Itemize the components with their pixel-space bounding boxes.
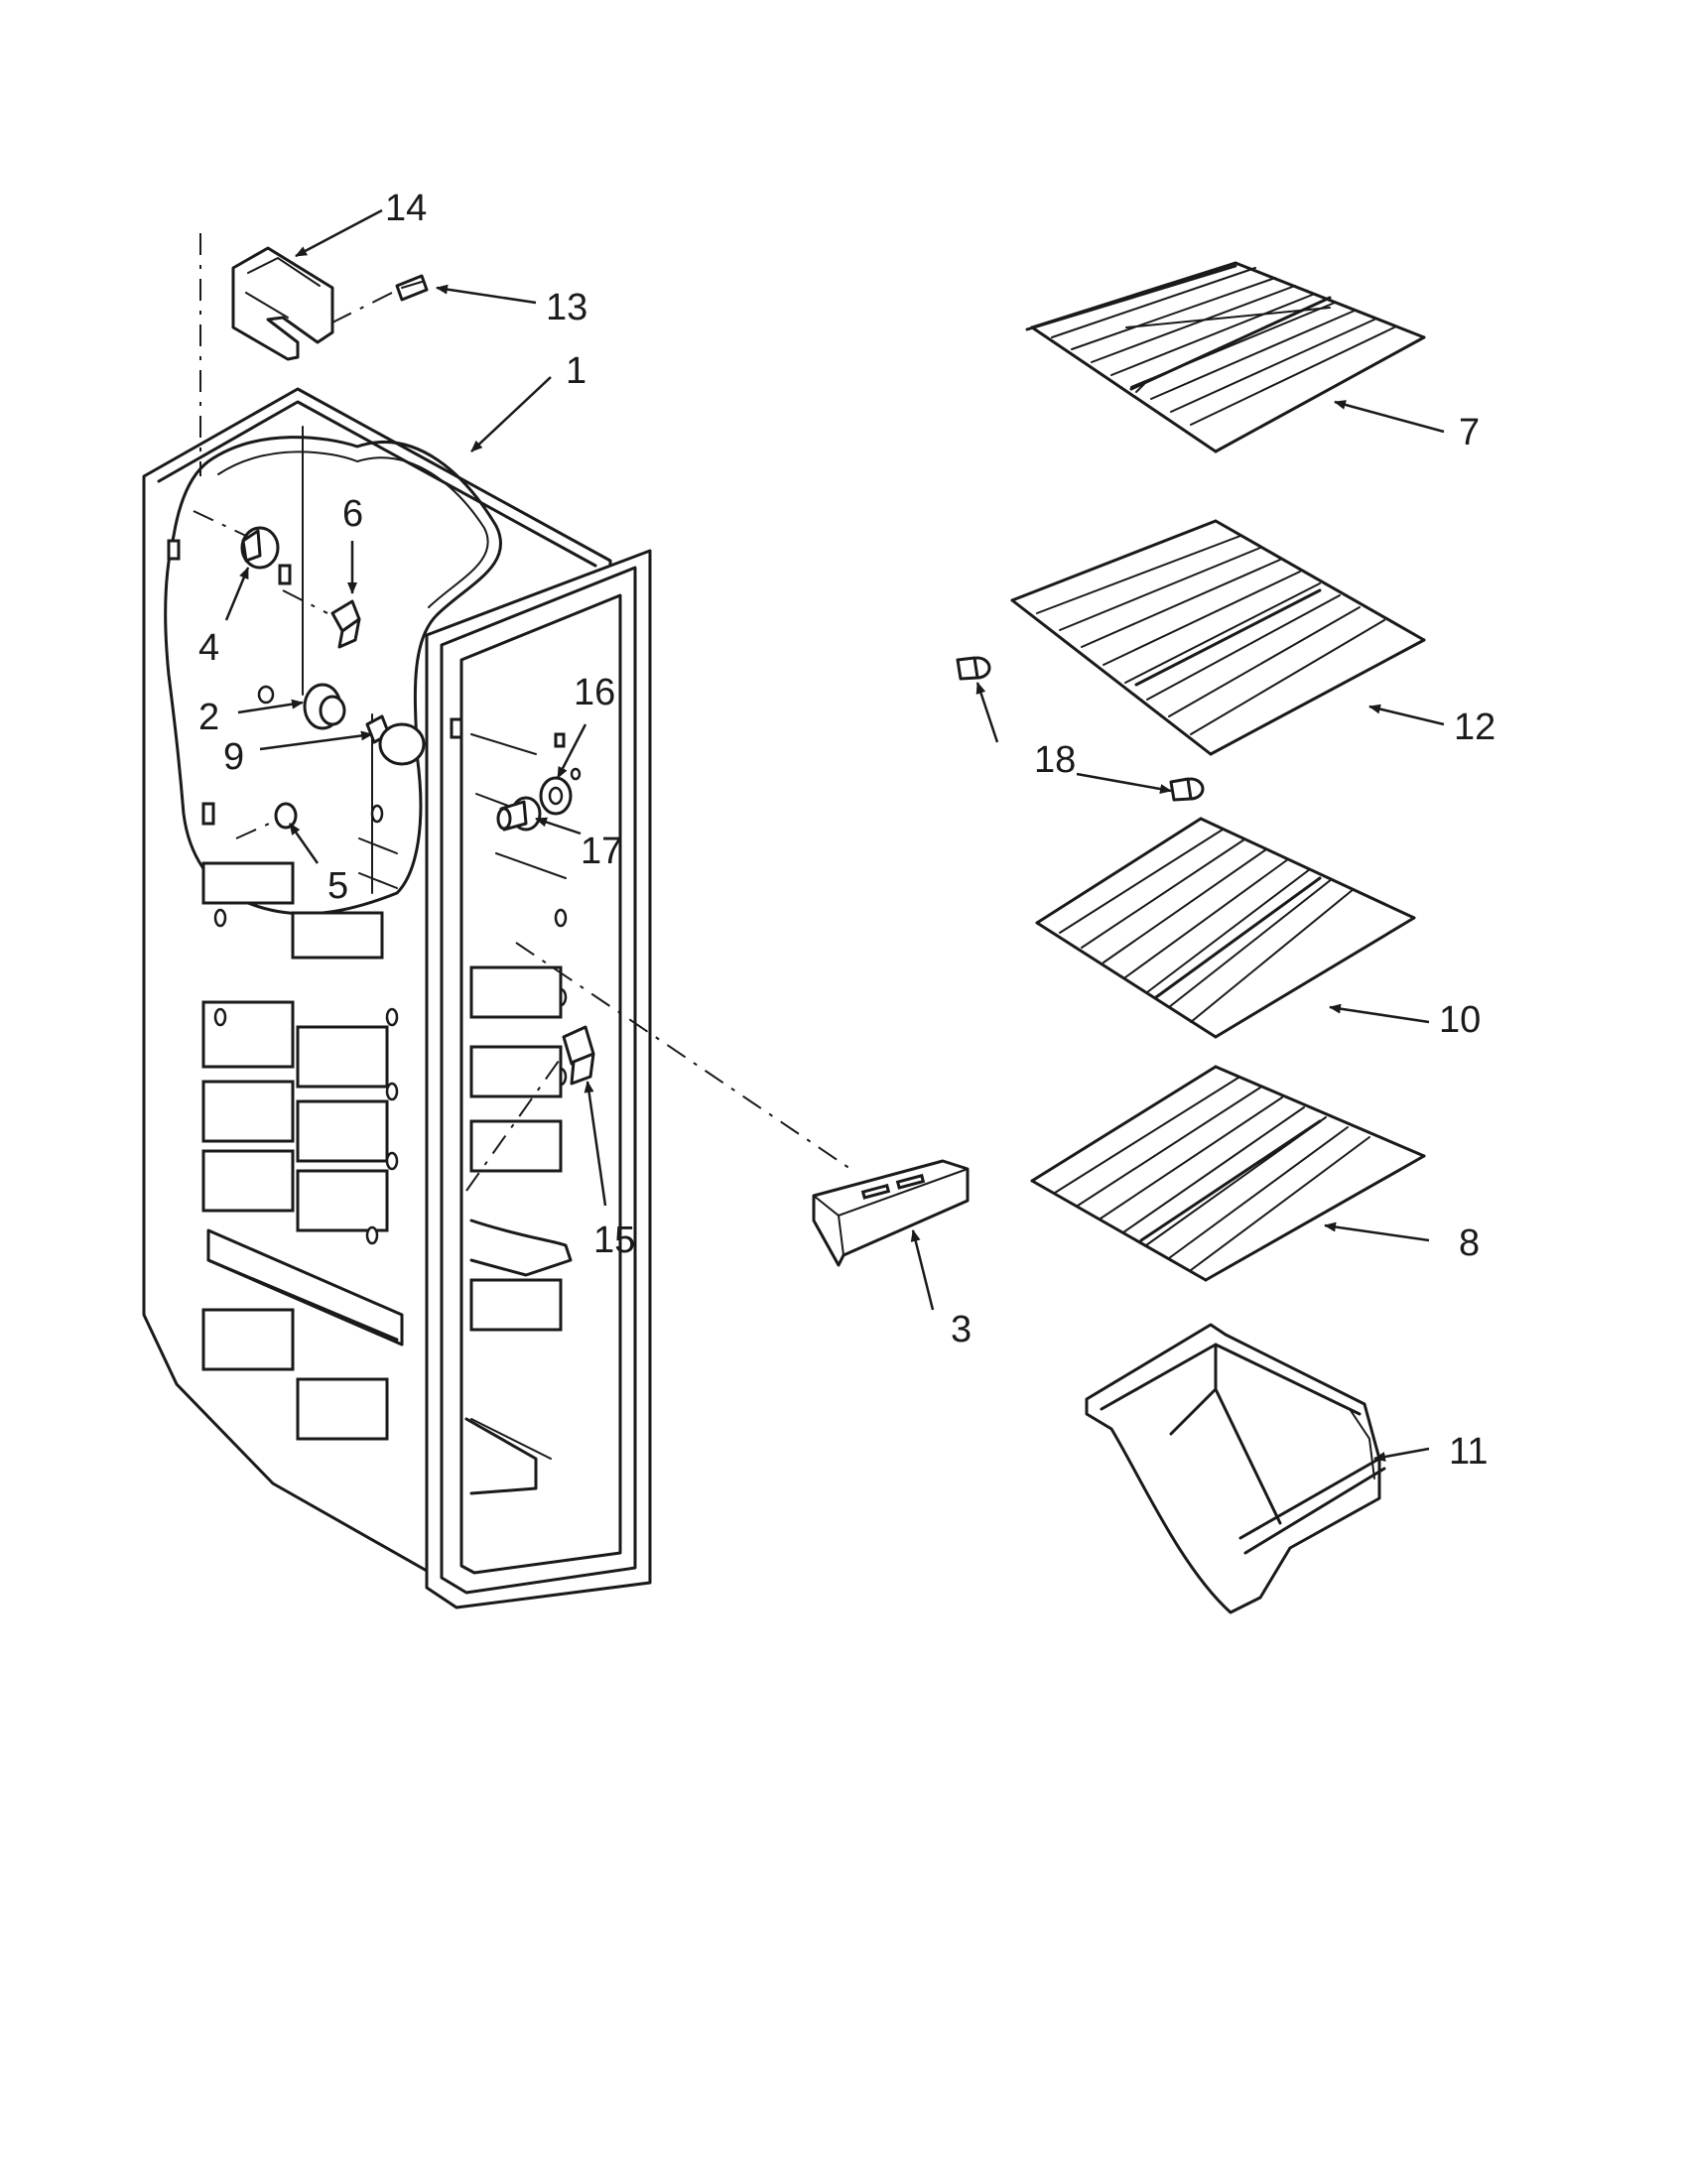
part-6-clip bbox=[330, 599, 361, 649]
leader-3 bbox=[515, 942, 854, 1172]
callout-8: 8 bbox=[1459, 1222, 1480, 1264]
part-18-stop-upper bbox=[956, 656, 991, 681]
part-15-clip bbox=[562, 1025, 595, 1086]
callout-7: 7 bbox=[1459, 412, 1480, 453]
callout-9: 9 bbox=[223, 736, 244, 778]
callout-15: 15 bbox=[593, 1220, 635, 1261]
leader-13 bbox=[331, 292, 393, 323]
callout-3: 3 bbox=[951, 1309, 972, 1350]
callout-10: 10 bbox=[1439, 999, 1481, 1041]
part-5-fastener bbox=[235, 802, 298, 839]
side-wall-vents bbox=[450, 717, 573, 1332]
part-2-socket bbox=[257, 683, 346, 730]
part-16-washer bbox=[539, 767, 582, 816]
callout-14: 14 bbox=[385, 188, 427, 229]
callout-17: 17 bbox=[581, 831, 622, 872]
callout-5: 5 bbox=[327, 865, 348, 907]
callout-18: 18 bbox=[1034, 739, 1076, 781]
leader-4 bbox=[193, 510, 247, 537]
part-13-screw bbox=[395, 274, 429, 302]
callout-2: 2 bbox=[198, 697, 219, 738]
callout-13: 13 bbox=[546, 287, 587, 328]
callout-4: 4 bbox=[198, 627, 219, 669]
part-11-bin bbox=[1085, 1323, 1386, 1614]
callout-16: 16 bbox=[574, 672, 615, 713]
callout-labels: 14 13 1 6 4 2 9 5 16 17 15 3 7 12 18 10 … bbox=[198, 188, 1495, 1473]
part-17-bolt bbox=[496, 796, 542, 832]
callout-11: 11 bbox=[1449, 1431, 1488, 1473]
part-14-bracket bbox=[231, 246, 334, 361]
part-8-shelf bbox=[1030, 1065, 1426, 1282]
part-4-cap bbox=[240, 526, 280, 570]
part-9-bulb bbox=[365, 714, 426, 766]
callout-1: 1 bbox=[566, 350, 586, 392]
freezer-liner bbox=[142, 387, 652, 1609]
leader-15 bbox=[465, 1053, 565, 1192]
vent-slots bbox=[201, 911, 404, 1441]
part-12-shelf bbox=[1010, 519, 1426, 756]
part-3-cover bbox=[812, 1159, 970, 1267]
part-10-shelf bbox=[1035, 817, 1416, 1039]
leader-6 bbox=[282, 589, 328, 614]
callout-12: 12 bbox=[1454, 707, 1495, 748]
part-18-stop-lower bbox=[1169, 777, 1205, 802]
part-7-shelf bbox=[1025, 261, 1426, 453]
callout-6: 6 bbox=[342, 493, 363, 535]
